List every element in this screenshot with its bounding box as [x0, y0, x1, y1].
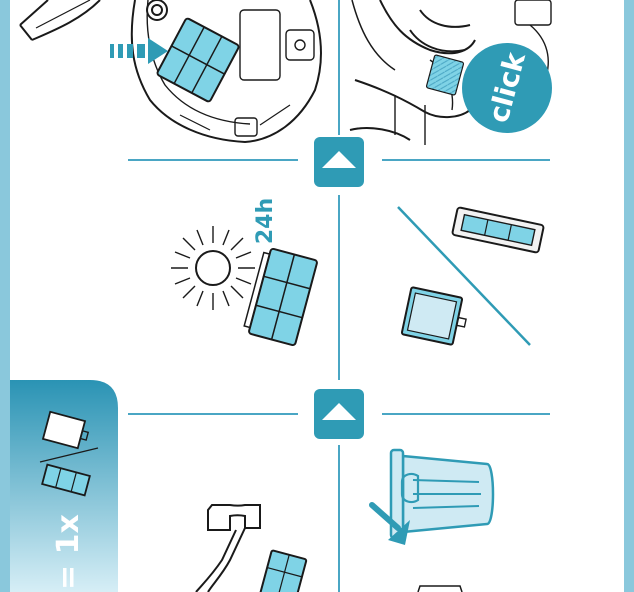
rinse-filter-illustration — [259, 550, 306, 592]
step-up-arrow-2 — [314, 389, 364, 439]
drying-filter-illustration — [243, 247, 318, 346]
frequency-panel: = 1x — [10, 380, 118, 592]
vacuum-filter-insert-illustration — [20, 0, 321, 142]
drying-time-label: 24h — [253, 198, 278, 244]
filter-components-illustration — [398, 207, 544, 347]
click-badge: click — [462, 43, 552, 133]
replacement-frequency-label: = 1x — [51, 514, 86, 590]
rinse-under-tap-illustration — [196, 505, 260, 592]
bottom-right-partial-illustration — [418, 586, 462, 592]
sun-icon — [171, 226, 255, 310]
step-up-arrow-1 — [314, 137, 364, 187]
